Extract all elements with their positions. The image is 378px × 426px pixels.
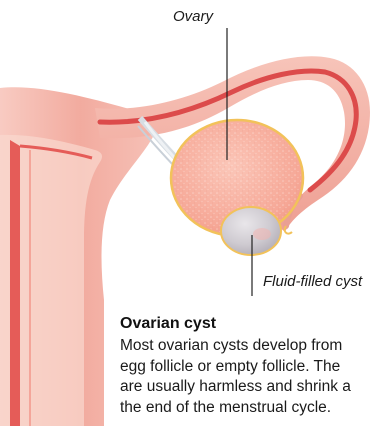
caption-line: Most ovarian cysts develop from xyxy=(120,336,378,357)
caption-line: are usually harmless and shrink a xyxy=(120,377,378,398)
cyst-label: Fluid-filled cyst xyxy=(263,273,362,290)
fluid-filled-cyst xyxy=(221,207,281,255)
caption-line: the end of the menstrual cycle. xyxy=(120,398,378,419)
caption-title: Ovarian cyst xyxy=(120,315,216,333)
caption-body: Most ovarian cysts develop from egg foll… xyxy=(120,336,378,418)
ovary-label: Ovary xyxy=(173,8,213,25)
caption-line: egg follicle or empty follicle. The xyxy=(120,357,378,378)
